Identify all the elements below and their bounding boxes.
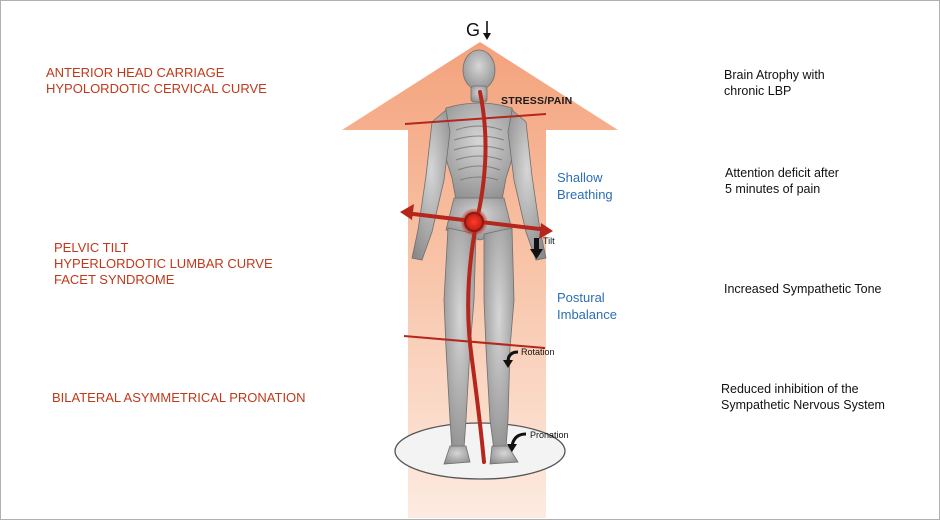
left-label-feet: BILATERAL ASYMMETRICAL PRONATION: [52, 390, 306, 406]
label-line: FACET SYNDROME: [54, 272, 273, 288]
postural-imbalance-label: Postural Imbalance: [557, 289, 617, 323]
label-line: Postural: [557, 289, 617, 306]
right-label-brain: Brain Atrophy with chronic LBP: [724, 67, 825, 99]
pelvis-arrow-left: [400, 204, 414, 220]
label-line: Shallow: [557, 169, 613, 186]
label-line: PELVIC TILT: [54, 240, 273, 256]
label-line: Reduced inhibition of the: [721, 381, 885, 397]
label-line: Brain Atrophy with: [724, 67, 825, 83]
label-line: Breathing: [557, 186, 613, 203]
stress-pain-label: STRESS/PAIN: [501, 95, 572, 107]
rotation-label: Rotation: [521, 347, 555, 357]
shallow-breathing-label: Shallow Breathing: [557, 169, 613, 203]
tilt-label: Tilt: [543, 236, 555, 246]
right-label-sympathetic: Increased Sympathetic Tone: [724, 281, 882, 297]
pronation-label: Pronation: [530, 430, 569, 440]
label-line: Attention deficit after: [725, 165, 839, 181]
gravity-label: G: [466, 20, 480, 41]
right-label-attention: Attention deficit after 5 minutes of pai…: [725, 165, 839, 197]
right-label-inhibition: Reduced inhibition of the Sympathetic Ne…: [721, 381, 885, 413]
left-label-head: ANTERIOR HEAD CARRIAGE HYPOLORDOTIC CERV…: [46, 65, 267, 97]
left-label-pelvis: PELVIC TILT HYPERLORDOTIC LUMBAR CURVE F…: [54, 240, 273, 288]
label-line: HYPOLORDOTIC CERVICAL CURVE: [46, 81, 267, 97]
label-line: 5 minutes of pain: [725, 181, 839, 197]
label-line: BILATERAL ASYMMETRICAL PRONATION: [52, 390, 306, 406]
label-line: ANTERIOR HEAD CARRIAGE: [46, 65, 267, 81]
label-line: HYPERLORDOTIC LUMBAR CURVE: [54, 256, 273, 272]
label-line: Sympathetic Nervous System: [721, 397, 885, 413]
label-line: Increased Sympathetic Tone: [724, 281, 882, 297]
label-line: Imbalance: [557, 306, 617, 323]
label-line: chronic LBP: [724, 83, 825, 99]
